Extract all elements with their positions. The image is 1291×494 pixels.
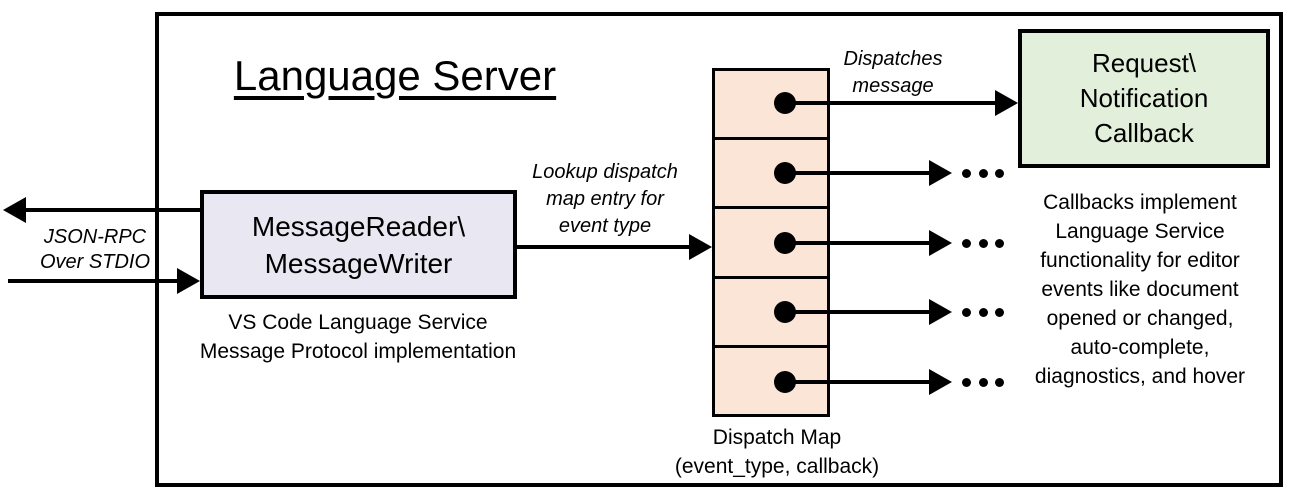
ellipsis: [962, 370, 1004, 394]
callbacks-note: Callbacks implement Language Service fun…: [1005, 188, 1275, 391]
dispatch-map-caption: Dispatch Map (event_type, callback): [657, 423, 897, 481]
dispatch-arrow-line-2: [785, 171, 931, 175]
dispatch-map-caption-line2: (event_type, callback): [674, 455, 880, 478]
stdio-out-arrowhead-icon: [3, 197, 26, 223]
stdio-out-arrow-line: [24, 208, 200, 212]
callbacks-note-line: events like document: [1041, 278, 1239, 301]
dispatch-arrowhead-icon-2: [929, 160, 952, 186]
ellipsis-dot: [962, 238, 971, 248]
callbacks-note-line: opened or changed,: [1046, 307, 1234, 330]
diagram-title: Language Server: [233, 52, 557, 99]
request-notification-callback-box: Request\ Notification Callback: [1018, 29, 1270, 168]
ellipsis: [962, 231, 1004, 255]
dispatch-arrowhead-icon-4: [929, 299, 952, 325]
callbacks-note-line: functionality for editor: [1040, 249, 1240, 272]
lookup-label: Lookup dispatch map entry for event type: [515, 159, 695, 240]
reader-box-line1: MessageReader\: [251, 210, 466, 242]
lookup-label-line3: event type: [558, 215, 652, 237]
callbacks-note-line: Language Service: [1055, 220, 1225, 243]
stdio-label-line1: JSON-RPC: [43, 226, 147, 248]
ellipsis-dot: [978, 238, 988, 248]
stdio-label-line2: Over STDIO: [39, 251, 150, 273]
dispatch-arrow-line-5: [785, 380, 931, 384]
message-reader-writer-box: MessageReader\ MessageWriter: [200, 190, 517, 299]
dispatch-arrowhead-icon-3: [929, 230, 952, 256]
dispatches-message-label: Dispatches message: [833, 46, 953, 100]
ellipsis: [962, 300, 1004, 324]
ellipsis-dot: [995, 168, 1004, 178]
dispatch-arrow-line-4: [785, 310, 931, 314]
ellipsis: [962, 161, 1004, 185]
callbacks-note-line: diagnostics, and hover: [1034, 365, 1246, 388]
dispatches-label-line1: Dispatches: [843, 48, 943, 70]
dispatch-map-caption-line1: Dispatch Map: [712, 426, 842, 449]
stdio-label: JSON-RPC Over STDIO: [20, 225, 170, 275]
lookup-label-line2: map entry for: [546, 188, 664, 210]
reader-caption-line2: Message Protocol implementation: [199, 340, 517, 363]
ellipsis-dot: [962, 377, 971, 387]
dispatch-arrowhead-icon-1: [995, 90, 1018, 116]
dispatch-arrow-line-3: [785, 241, 931, 245]
ellipsis-dot: [995, 238, 1004, 248]
dispatch-map-cell: [715, 71, 827, 141]
callback-box-line1: Request\: [1091, 48, 1197, 78]
lookup-arrow-line: [517, 245, 691, 249]
dispatch-arrow-line-1: [785, 101, 997, 105]
language-server-boundary-box: [155, 12, 1283, 487]
ellipsis-dot: [978, 307, 988, 317]
reader-box-line2: MessageWriter: [264, 247, 453, 279]
callbacks-note-line: Callbacks implement: [1043, 191, 1237, 214]
stdio-in-arrow-line: [8, 279, 178, 283]
lookup-arrowhead-icon: [689, 234, 712, 260]
reader-caption-line1: VS Code Language Service: [228, 311, 488, 334]
callback-box-line3: Callback: [1094, 118, 1194, 148]
lookup-label-line1: Lookup dispatch: [532, 161, 678, 183]
ellipsis-dot: [978, 377, 988, 387]
dispatch-arrowhead-icon-5: [929, 369, 952, 395]
dispatches-label-line2: message: [852, 75, 934, 97]
ellipsis-dot: [978, 168, 988, 178]
ellipsis-dot: [962, 307, 971, 317]
callbacks-note-line: auto-complete,: [1070, 336, 1210, 359]
callback-box-line2: Notification: [1079, 83, 1209, 113]
ellipsis-dot: [995, 377, 1004, 387]
reader-box-caption: VS Code Language Service Message Protoco…: [178, 308, 538, 366]
stdio-in-arrowhead-icon: [177, 268, 200, 294]
ellipsis-dot: [962, 168, 971, 178]
ellipsis-dot: [995, 307, 1004, 317]
